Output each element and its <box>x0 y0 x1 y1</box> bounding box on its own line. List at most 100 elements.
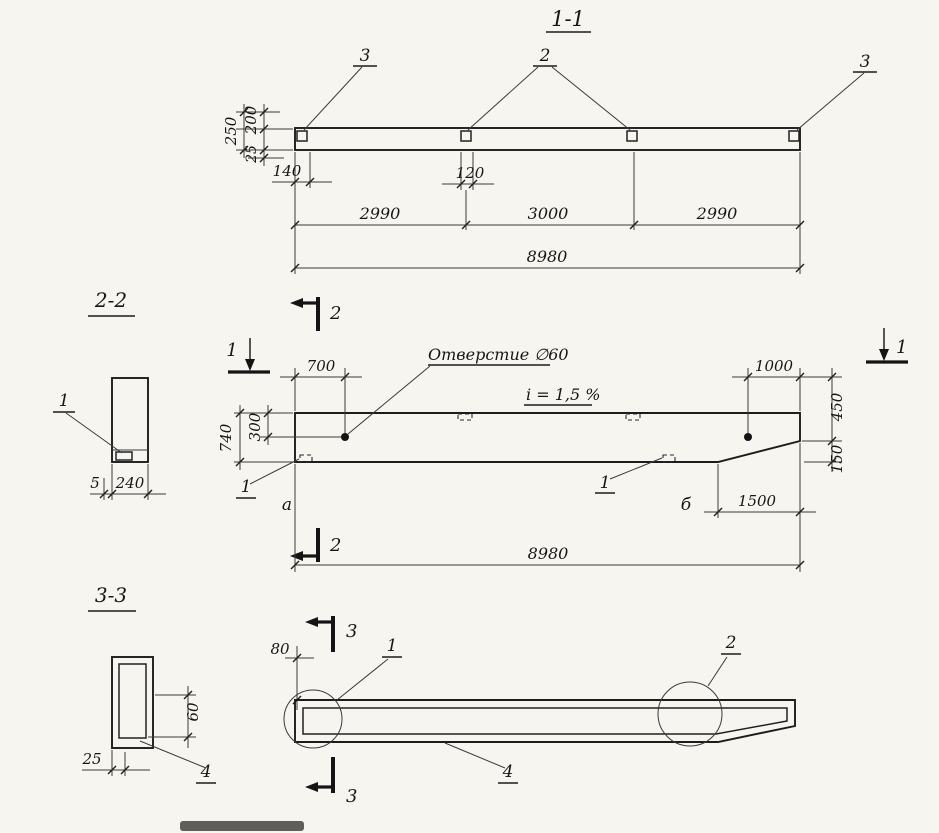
dim-8980-elevation-label: 8980 <box>528 544 569 563</box>
dim-tick <box>259 107 269 117</box>
embedded-plate <box>788 130 800 142</box>
dim-2990-right-label: 2990 <box>696 204 738 223</box>
dim-tick <box>629 220 639 230</box>
dim-25-label: 25 <box>81 750 101 768</box>
dim-740-label: 740 <box>217 423 235 452</box>
embedded-plate <box>626 130 638 142</box>
callout-4: 4 <box>200 762 212 782</box>
dim-tick <box>107 489 117 499</box>
dim-1000-label: 1000 <box>755 357 794 375</box>
marker-2-bottom-label: 2 <box>329 535 341 556</box>
dim-tick <box>795 372 805 382</box>
dim-tick <box>340 372 350 382</box>
dim-140-label: 140 <box>273 162 302 180</box>
callout-2: 2 <box>725 633 737 653</box>
leader-line <box>249 458 300 485</box>
dim-120-label: 120 <box>456 164 485 182</box>
dim-60-label: 60 <box>184 702 202 722</box>
dim-tick <box>290 372 300 382</box>
dim-tick <box>99 489 109 499</box>
dim-80-label: 80 <box>270 640 290 658</box>
section-title-1-1: 1-1 <box>551 7 585 31</box>
dim-tick <box>263 408 273 418</box>
leader-line <box>303 66 363 131</box>
section-2-2-view: 2-2 1 5 240 <box>53 288 166 500</box>
leader-line <box>65 412 123 454</box>
dim-5-label: 5 <box>90 474 100 492</box>
section-3-3-cavity <box>118 663 147 739</box>
leader-line <box>551 66 631 131</box>
leader-line <box>707 656 728 687</box>
axis-label-a: а <box>282 495 292 515</box>
arrowhead <box>305 617 318 627</box>
dim-150-label: 150 <box>828 444 846 473</box>
dim-tick <box>107 765 117 775</box>
dim-2990-left-label: 2990 <box>359 204 401 223</box>
hole-note: Отверстие ∅60 <box>428 345 569 364</box>
callout-2-mid: 2 <box>539 46 551 66</box>
leader-line <box>467 66 539 131</box>
leader-line <box>347 365 431 435</box>
marker-1-right-label: 1 <box>896 337 907 358</box>
dim-tick <box>827 436 837 446</box>
embedded-plate <box>296 130 308 142</box>
dim-tick <box>290 560 300 570</box>
leader-line <box>139 740 207 769</box>
dim-200-label: 200 <box>242 105 260 135</box>
section-3-3-view: 3-3 60 25 4 <box>81 583 216 784</box>
dim-tick <box>239 145 249 155</box>
bottom-view: 3 3 80 1 2 4 <box>270 616 796 807</box>
dim-1500-label: 1500 <box>738 492 777 510</box>
hidden-plate <box>662 454 676 463</box>
detail-circle-1 <box>283 689 343 749</box>
hidden-plate <box>457 413 473 421</box>
detail-circle-2 <box>657 681 723 747</box>
hole-right <box>744 433 752 441</box>
dim-tick <box>795 220 805 230</box>
dim-tick <box>795 263 805 273</box>
callout-4: 4 <box>502 762 514 782</box>
dim-tick <box>305 177 315 187</box>
leader-line <box>444 742 506 769</box>
section-title-2-2: 2-2 <box>94 288 127 312</box>
embedded-plate <box>460 130 472 142</box>
section-title-3-3: 3-3 <box>95 583 127 607</box>
leader-line <box>796 72 865 131</box>
leader-line <box>336 658 389 701</box>
dim-tick <box>235 408 245 418</box>
dim-450-label: 450 <box>828 392 846 422</box>
dim-tick <box>259 145 269 155</box>
dim-250-label: 250 <box>222 116 240 146</box>
marker-3-bottom-label: 3 <box>346 786 357 807</box>
dim-25-label: 25 <box>244 145 260 164</box>
section-3-3-outline <box>111 656 154 749</box>
dim-tick <box>795 560 805 570</box>
hidden-plate <box>299 454 313 463</box>
arrowhead <box>290 551 303 561</box>
dim-300-label: 300 <box>246 412 264 441</box>
hidden-plate <box>625 413 641 421</box>
marker-1-left-label: 1 <box>226 340 237 361</box>
dim-tick <box>120 765 130 775</box>
embedded-plate-section <box>115 451 133 461</box>
dim-tick <box>239 107 249 117</box>
dim-tick <box>713 507 723 517</box>
arrowhead <box>305 782 318 792</box>
elevation-view: 2 2 1 1 Отверстие ∅60 i = 1,5 % <box>217 297 908 572</box>
scan-artifact <box>180 821 304 831</box>
dim-tick <box>290 177 300 187</box>
callout-1-right: 1 <box>600 473 611 493</box>
marker-3-top-label: 3 <box>346 621 357 642</box>
dim-tick <box>235 457 245 467</box>
callout-1: 1 <box>387 636 398 656</box>
arrowhead <box>245 359 255 371</box>
beam-plan-outline <box>294 127 801 151</box>
callout-1-left: 1 <box>241 477 252 497</box>
arrowhead <box>879 349 889 361</box>
callout-3-left: 3 <box>360 46 371 66</box>
callout-1: 1 <box>59 391 70 411</box>
dim-tick <box>259 153 269 163</box>
dim-tick <box>795 507 805 517</box>
